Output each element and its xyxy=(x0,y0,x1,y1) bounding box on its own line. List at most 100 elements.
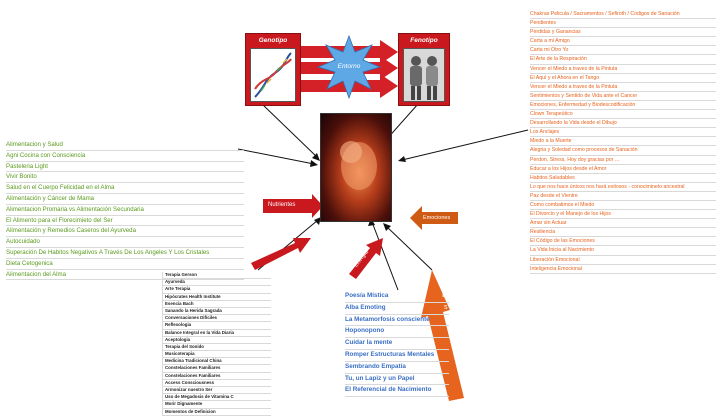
therapy-connector-head xyxy=(314,217,321,225)
nutrition-course-list: Alimentacion y Salud Agni Cocina con Con… xyxy=(6,140,244,281)
list-item: Sentimientos y Sentido de Vida ante el C… xyxy=(530,92,716,101)
list-item: Salud en el Cuerpo Felicidad en el Alma xyxy=(6,183,244,194)
list-item: Vencer el Miedo a traves de la Pintuta xyxy=(530,65,716,74)
list-item: Hoponopono xyxy=(345,326,449,339)
list-item: Reflexologia xyxy=(163,322,271,330)
list-item: La Vida Inicia al Nacimiento xyxy=(530,246,716,256)
espiritu-letter: i xyxy=(455,352,457,359)
list-item: Superación De Habitos Negativos A Través… xyxy=(6,248,244,259)
list-item: Aceptologia xyxy=(163,337,271,344)
list-item: El Arte de la Respiración xyxy=(530,55,716,65)
list-item: El Divorcio y el Manejo de los Hijos xyxy=(530,210,716,220)
fetus-image xyxy=(320,113,392,222)
list-item: Inteligencia Emocional xyxy=(530,265,716,274)
list-item: Agni Cocina con Consciencia xyxy=(6,151,244,162)
list-item: Vivir Bonito xyxy=(6,172,244,184)
list-item: Balance Integral en la Vida Diaria xyxy=(163,330,271,337)
list-item: Romper Estructuras Mentales xyxy=(345,350,449,362)
espiritu-connector xyxy=(385,225,433,271)
list-item: Alimentacion del Alma xyxy=(6,270,244,281)
connector-layer xyxy=(237,34,529,401)
list-item: Vencer el Miedo a traves de la Pintuta xyxy=(530,83,716,92)
list-item: El Aquí y el Ahora en el Tango xyxy=(530,74,716,83)
list-item: Terapia Gerson xyxy=(163,272,271,280)
entorno-burst xyxy=(316,34,382,100)
list-item: Perdidas y Ganancias xyxy=(530,28,716,38)
list-item: Uso de Megadosis de Vitamina C xyxy=(163,394,271,402)
list-item: Habitos Saludables xyxy=(530,174,716,183)
list-item: Access Consciousness xyxy=(163,380,271,387)
blue-list-connector-head xyxy=(368,218,375,226)
list-item: El Referencial de Nacimiento xyxy=(345,385,449,398)
list-item: Paz desde el Vientre xyxy=(530,192,716,201)
list-item: Morir Dignamente xyxy=(163,401,271,409)
list-item: Miedo a la Muerte xyxy=(530,137,716,147)
list-item: Ayurveda xyxy=(163,279,271,287)
list-item: Sanando la Herida Sagrada xyxy=(163,308,271,316)
genotipo-connector-head xyxy=(312,153,320,161)
list-item: Los Anclajes xyxy=(530,128,716,138)
toxicos-arrow xyxy=(251,238,311,270)
list-item: Carta mi Otro Yo xyxy=(530,46,716,56)
list-item: Armonizar nuestro Ser xyxy=(163,387,271,395)
list-item: Cuidar la mente xyxy=(345,338,449,350)
emotions-course-list: Chakras Pelicula / Sacramentos / Sefirot… xyxy=(530,10,716,274)
espiritu-letter: t xyxy=(457,364,459,371)
list-item: Alba Emoting xyxy=(345,303,449,315)
espiritu-label: E s p í r i t u xyxy=(438,292,468,392)
list-item: Autocuidado xyxy=(6,237,244,248)
list-item: Perdon, Stress, Hoy doy gracias por ... xyxy=(530,156,716,165)
list-item: Esencia Bach xyxy=(163,301,271,308)
list-item: Emociones, Enfermedad y Biodescodificaci… xyxy=(530,101,716,111)
emociones-label: Emociones xyxy=(423,215,451,221)
nutrientes-label: Nutrientes xyxy=(268,202,296,208)
list-item: El Código de las Emociones xyxy=(530,237,716,247)
list-item: Desarrollando la Vida desde el Dibujo xyxy=(530,119,716,129)
genotipo-connector xyxy=(261,103,319,159)
mind-course-list: Poesía Mística Alba Emoting La Metamorfo… xyxy=(345,291,449,398)
green-list-connector xyxy=(237,148,315,165)
list-item: Musicoterapia xyxy=(163,351,271,359)
list-item: Constelaciones Familiares xyxy=(163,373,271,380)
list-item: Constelaciones Familiares xyxy=(163,365,271,373)
espiritu-letter: E xyxy=(442,292,447,299)
list-item: Clown Terapeútico xyxy=(530,110,716,120)
orange-list-connector-head xyxy=(398,156,406,162)
list-item: Tu, un Lapiz y un Papel xyxy=(345,374,449,386)
list-item: Como combatimos el Miedo xyxy=(530,201,716,211)
twins-photo xyxy=(403,48,445,102)
list-item: Alimentacion y Salud xyxy=(6,140,244,151)
list-item: Pendientes xyxy=(530,19,716,29)
genotipo-box: Genotipo xyxy=(245,33,301,106)
list-item: Hipócrates Health Institute xyxy=(163,294,271,301)
list-item: Alimentacion Promaria vs Alimentación Se… xyxy=(6,205,244,216)
espiritu-letter: í xyxy=(449,328,451,335)
list-item: La Metamorfosis consciente xyxy=(345,315,449,327)
list-item: Lo que nos hace únicos nos hará exitosos… xyxy=(530,183,716,192)
genotipo-label: Genotipo xyxy=(258,37,288,44)
list-item: Poesía Mística xyxy=(345,291,449,303)
fenotipo-label: Fenotipo xyxy=(410,37,438,44)
emociones-arrow xyxy=(410,206,458,230)
list-item: Educar a los Hijos desde el Amor xyxy=(530,165,716,174)
espiritu-letter: u xyxy=(460,376,464,383)
list-item: Conversaciones Difíciles xyxy=(163,315,271,323)
list-item: Alimentación y Cáncer de Mama xyxy=(6,194,244,205)
espiritu-connector-head xyxy=(383,223,391,231)
list-item: Terapia del Sonido xyxy=(163,344,271,352)
list-item: Dieta Cetogenica xyxy=(6,259,244,270)
list-item: Arte Terapia xyxy=(163,286,271,294)
blue-list-connector xyxy=(371,221,399,291)
list-item: Chakras Pelicula / Sacramentos / Sefirot… xyxy=(530,10,716,20)
fenotipo-box: Fenotipo xyxy=(398,33,450,106)
list-item: Sembrando Empatía xyxy=(345,362,449,374)
therapy-list: Terapia Gerson Ayurveda Arte Terapia Hip… xyxy=(162,272,271,416)
list-item: Momentos de Definicion xyxy=(163,409,271,416)
list-item: Resiliencia xyxy=(530,228,716,238)
list-item: Alegria y Soledad como procesos de Sanac… xyxy=(530,146,716,156)
list-item: Liberación Emocional xyxy=(530,256,716,265)
list-item: Carta a mi Amigo xyxy=(530,37,716,47)
entorno-label: Entorno xyxy=(337,63,361,70)
espiritu-letter: r xyxy=(452,340,455,347)
list-item: El Alimento para el Florecimieto del Ser xyxy=(6,216,244,227)
